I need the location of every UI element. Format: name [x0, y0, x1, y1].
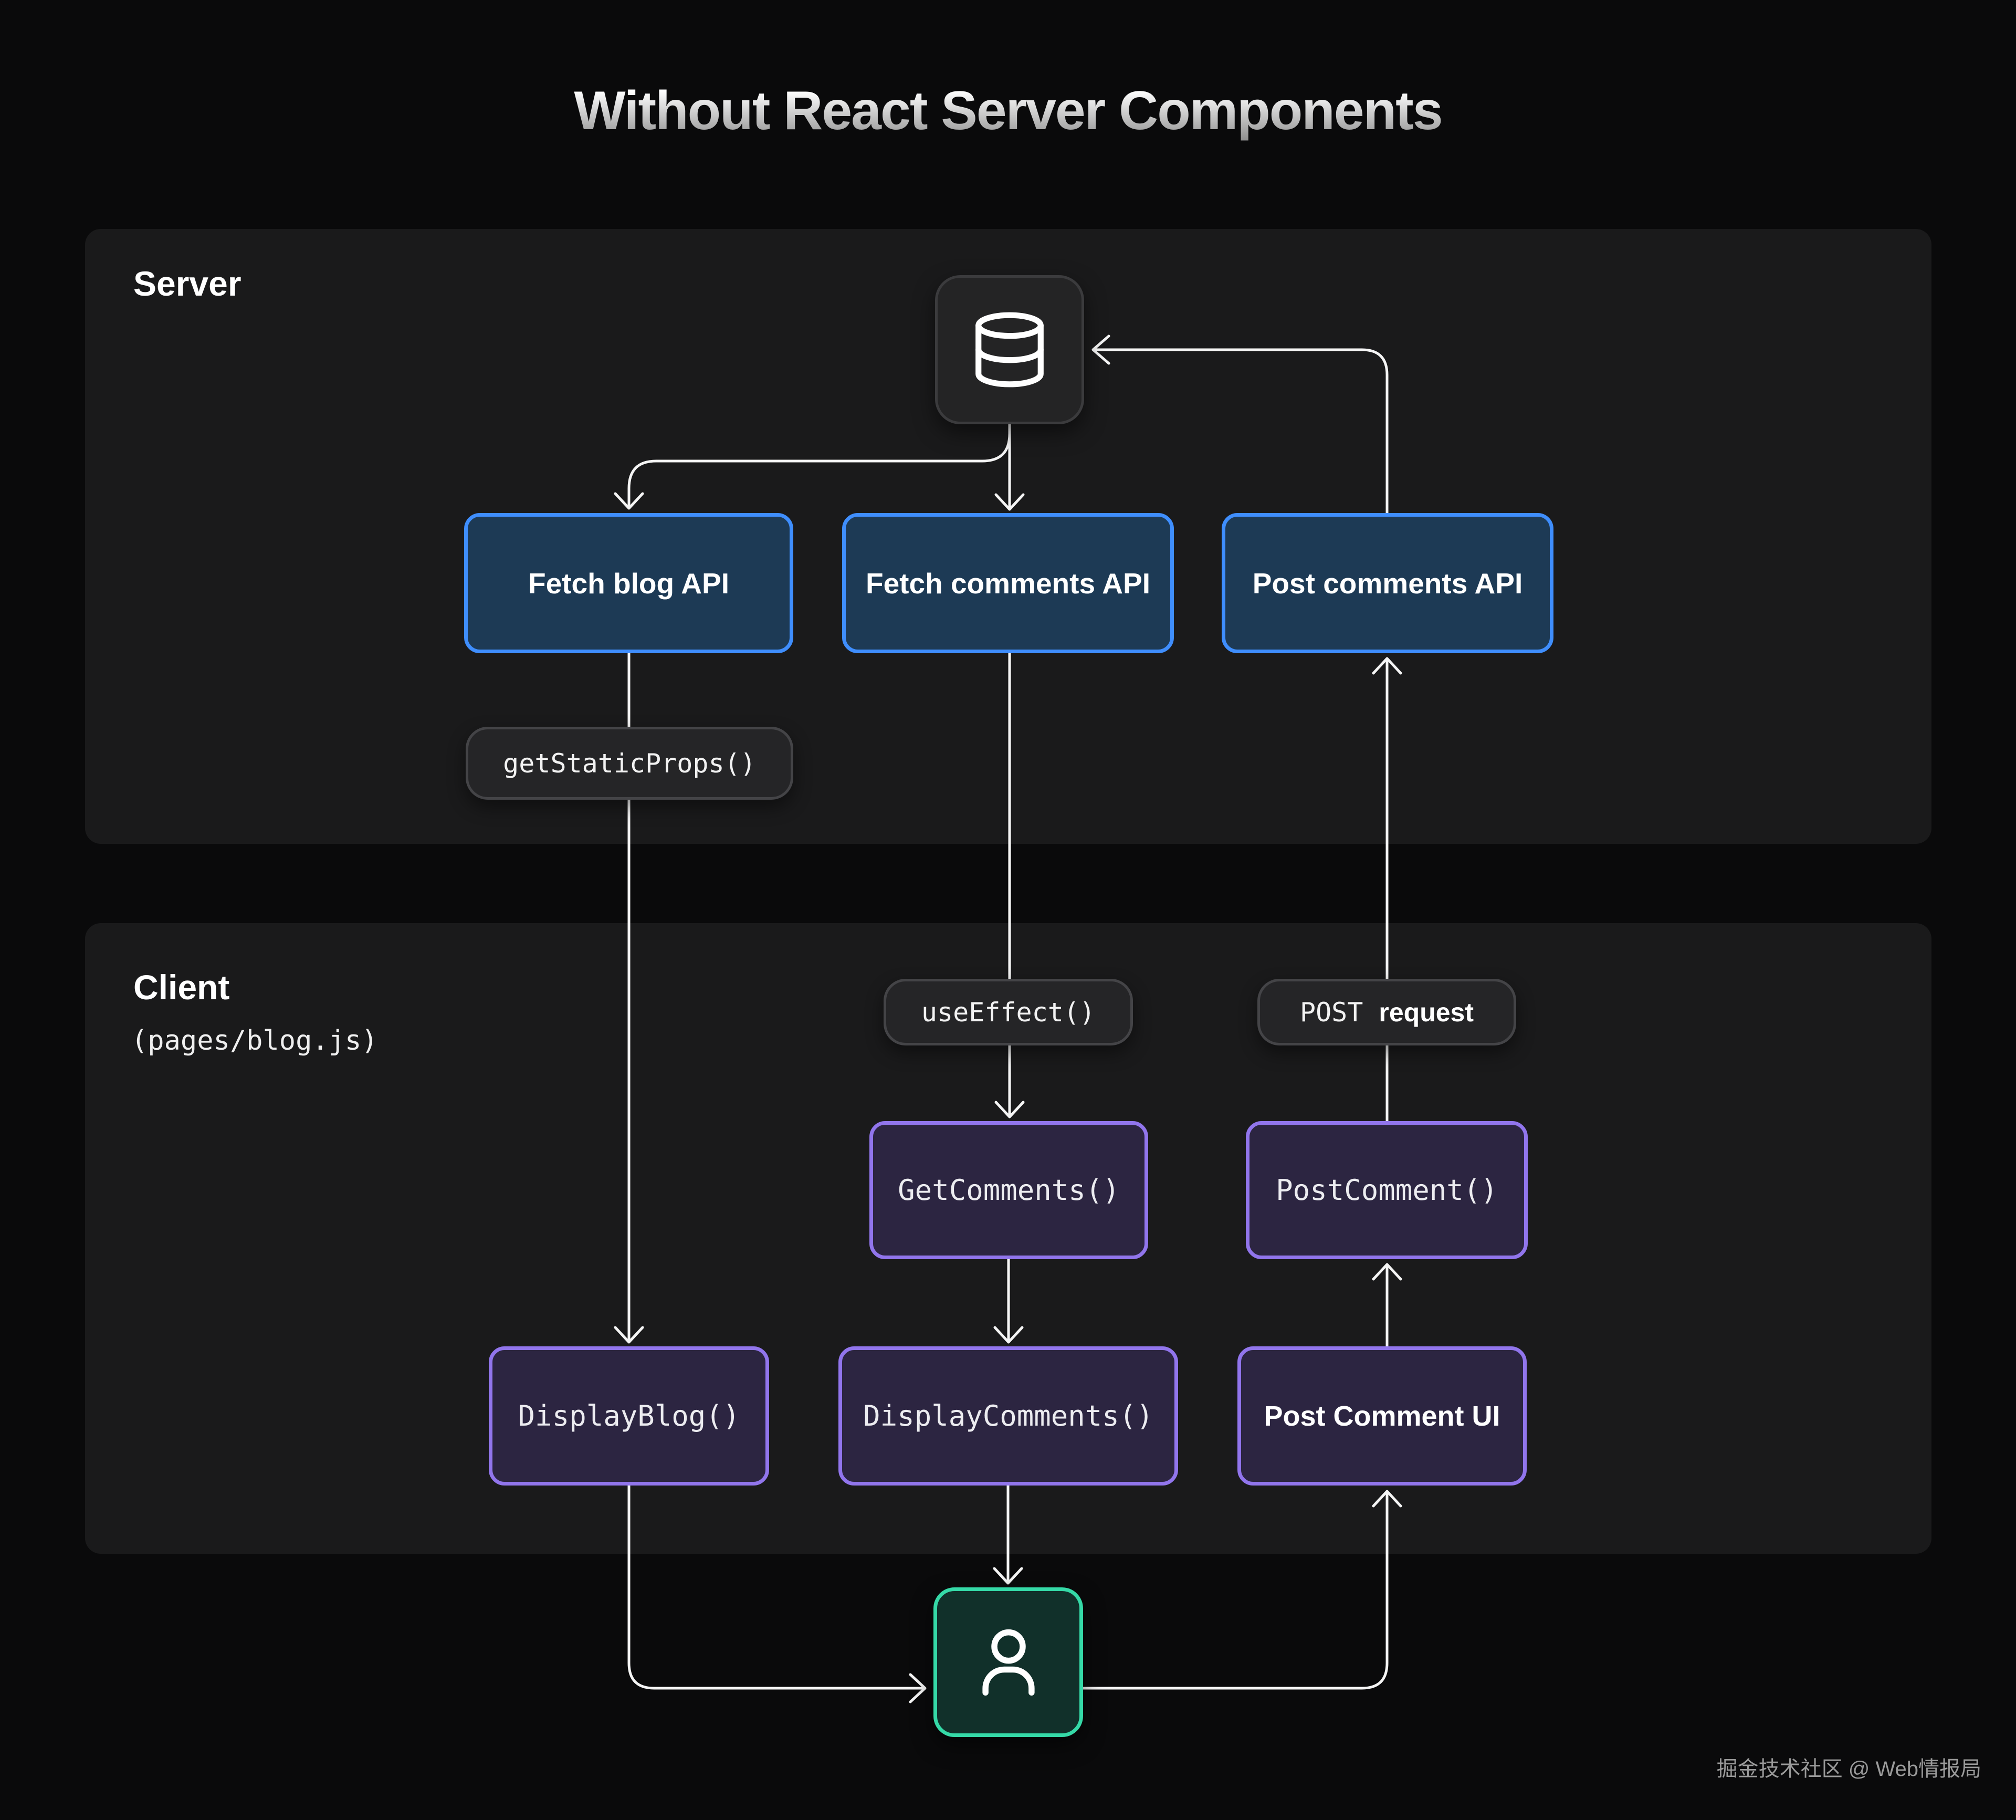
connector-post-comment-ui-to-post-comment [1372, 1263, 1402, 1348]
watermark: 掘金技术社区 @ Web情报局 [1716, 1758, 1981, 1781]
fetch-comments-api-box: Fetch comments API [842, 513, 1174, 653]
server-label: Server [133, 264, 242, 303]
database-box [935, 275, 1084, 424]
connector-fetch-comments-to-get-comments [994, 652, 1025, 1118]
fetch-blog-api-box: Fetch blog API [464, 513, 793, 653]
connector-user-to-post-comment-ui [1082, 1490, 1402, 1690]
connector-display-comments-to-user [993, 1484, 1023, 1585]
connector-get-comments-to-display-comments [993, 1258, 1024, 1344]
post-request-suffix: request [1379, 997, 1474, 1027]
get-static-props-label: getStaticProps() [503, 748, 756, 779]
display-blog-box: DisplayBlog() [489, 1346, 769, 1486]
fetch-comments-api-label: Fetch comments API [866, 567, 1150, 600]
connector-post-comments-to-db [1091, 334, 1389, 515]
database-icon [968, 308, 1051, 391]
display-comments-label: DisplayComments() [863, 1399, 1153, 1432]
client-sublabel: (pages/blog.js) [131, 1025, 378, 1057]
post-request-prefix: POST [1299, 997, 1363, 1028]
fetch-blog-api-label: Fetch blog API [528, 567, 729, 600]
display-blog-label: DisplayBlog() [518, 1399, 740, 1432]
connector-post-comment-to-post-comments-api [1372, 657, 1402, 1123]
get-comments-label: GetComments() [898, 1174, 1120, 1207]
user-box [933, 1587, 1083, 1737]
get-static-props-pill: getStaticProps() [466, 727, 793, 800]
user-icon [966, 1620, 1051, 1705]
post-request-pill: POST request [1257, 979, 1516, 1045]
use-effect-label: useEffect() [921, 997, 1096, 1028]
use-effect-pill: useEffect() [884, 979, 1133, 1045]
get-comments-box: GetComments() [869, 1121, 1148, 1259]
post-comments-api-label: Post comments API [1252, 567, 1523, 600]
post-comments-api-box: Post comments API [1222, 513, 1553, 653]
post-comment-label: PostComment() [1276, 1174, 1498, 1207]
post-comment-ui-box: Post Comment UI [1237, 1346, 1527, 1486]
page-title: Without React Server Components [0, 80, 2016, 142]
display-comments-box: DisplayComments() [838, 1346, 1178, 1486]
post-comment-ui-label: Post Comment UI [1264, 1400, 1500, 1432]
connector-db-to-fetch-blog [614, 432, 1011, 510]
post-comment-box: PostComment() [1246, 1121, 1528, 1259]
client-label: Client [133, 968, 230, 1007]
connector-display-blog-to-user [627, 1484, 927, 1703]
